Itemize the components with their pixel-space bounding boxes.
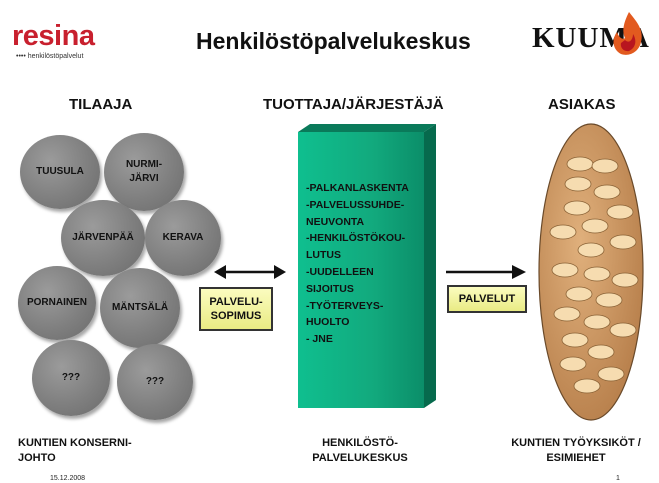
- page-number: 1: [616, 475, 620, 482]
- circle-municipality: JÄRVENPÄÄ: [61, 200, 145, 276]
- agreement-box: PALVELU- SOPIMUS: [199, 287, 273, 331]
- service-item: SIJOITUS: [306, 282, 354, 295]
- heading-asiakas: ASIAKAS: [548, 96, 616, 113]
- date-label: 15.12.2008: [50, 475, 86, 482]
- flame-icon: [613, 12, 642, 55]
- circle-municipality: ???: [32, 340, 110, 416]
- circle-municipality: KERAVA: [145, 200, 221, 276]
- service-item: -HENKILÖSTÖKOU-: [306, 232, 406, 245]
- footer-middle: HENKILÖSTÖ- PALVELUKESKUS: [312, 437, 408, 464]
- service-item: LUTUS: [306, 249, 341, 262]
- services-box: PALVELUT: [447, 285, 527, 313]
- circle-municipality: MÄNTSÄLÄ: [100, 268, 180, 348]
- right-arrow-icon: [446, 265, 526, 279]
- circle-municipality: NURMI- JÄRVI: [104, 133, 184, 211]
- service-item: -PALKANLASKENTA: [306, 182, 409, 194]
- service-item: -PALVELUSSUHDE-: [306, 198, 405, 211]
- footer-right: KUNTIEN TYÖYKSIKÖT / ESIMIEHET: [511, 437, 641, 464]
- services-list: -PALKANLASKENTA -PALVELUSSUHDE- NEUVONTA…: [306, 180, 424, 348]
- circle-municipality: ???: [117, 344, 193, 420]
- footer-left: KUNTIEN KONSERNI- JOHTO: [18, 437, 132, 464]
- heading-tuottaja: TUOTTAJA/JÄRJESTÄJÄ: [263, 96, 444, 113]
- circle-municipality: TUUSULA: [20, 135, 100, 209]
- service-item: -TYÖTERVEYS-: [306, 299, 384, 312]
- service-item: - JNE: [306, 333, 333, 346]
- customer-units-oval: [538, 123, 644, 421]
- resina-logo: resina: [12, 20, 95, 52]
- service-item: NEUVONTA: [306, 215, 365, 228]
- service-item: -UUDELLEEN: [306, 265, 374, 278]
- service-item: HUOLTO: [306, 316, 350, 329]
- circle-municipality: PORNAINEN: [18, 266, 96, 340]
- page-title: Henkilöstöpalvelukeskus: [196, 28, 471, 54]
- heading-tilaaja: TILAAJA: [69, 96, 133, 113]
- double-arrow-icon: [214, 265, 286, 279]
- green-box-3d: [298, 124, 436, 408]
- resina-logo-subtitle: •••• henkilöstöpalvelut: [16, 53, 84, 60]
- producer-box: [298, 132, 424, 408]
